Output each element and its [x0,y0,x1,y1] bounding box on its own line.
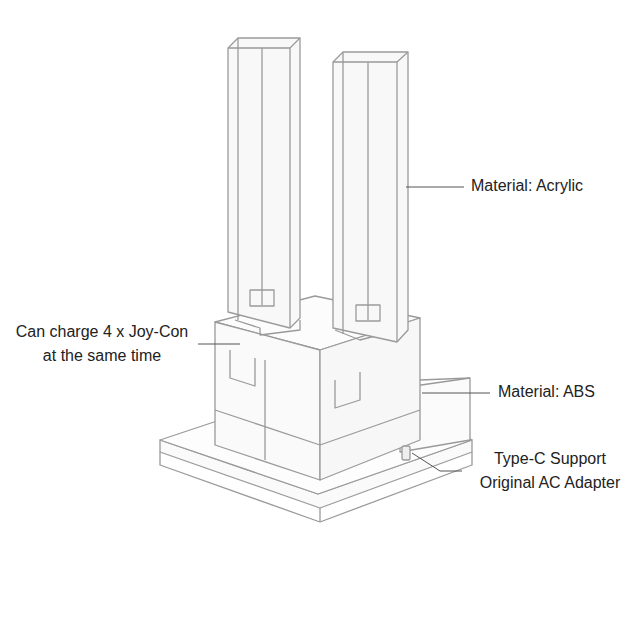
material-label: Material: Acrylic [471,174,636,198]
feature-label: Can charge 4 x Joy-Con at the same time [10,320,194,368]
port-label: Type-C Support Original AC Adapter [468,447,632,495]
material-label: Material: ABS [498,380,636,404]
